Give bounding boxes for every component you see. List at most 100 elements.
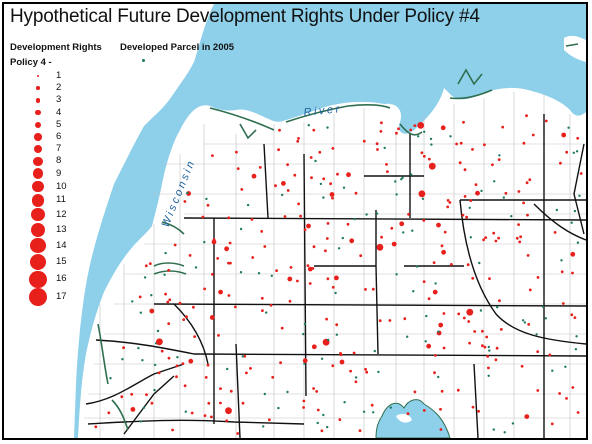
development-right-dot [570,251,576,257]
development-right-dot [277,148,280,152]
development-right-dot [206,203,210,207]
development-right-dot [245,371,248,375]
developed-parcel-dot [402,231,405,234]
development-right-dot [380,121,383,125]
development-right-dot [495,346,499,350]
development-right-dot [432,289,438,295]
development-right-dot [217,334,220,337]
legend-value-label: 6 [56,131,62,142]
roads [85,114,586,438]
development-right-dot [211,154,214,158]
development-right-dot [455,142,458,146]
developed-parcel-dot [375,212,379,215]
development-right-dot [477,409,480,413]
development-right-dot [413,124,417,127]
development-right-dot [388,319,392,322]
development-right-dot [150,401,154,405]
development-right-dot [339,359,345,365]
developed-parcel-dot [141,359,144,362]
development-right-dot [297,137,300,140]
development-right-dot [268,418,271,422]
development-right-dot [185,315,188,319]
development-right-dot [306,223,311,229]
development-right-dot [192,305,195,309]
developed-parcel-dot [487,374,490,377]
development-right-dot [525,114,528,118]
development-right-dot [391,241,397,247]
developed-parcel-dot [322,413,325,417]
development-right-dot [375,142,379,146]
developed-parcel-dot [417,135,420,138]
developed-parcel-dot [574,348,578,351]
development-right-dot [263,245,267,248]
development-right-dot [499,328,503,331]
development-right-dot [243,354,247,358]
legend-heading-rights: Development Rights [10,42,102,53]
developed-swatch-icon [142,59,145,62]
river-label: River [303,103,342,119]
development-right-dot [251,256,255,259]
map-title: Hypothetical Future Development Rights U… [10,6,480,27]
development-right-dot [160,349,164,353]
developed-parcel-dot [555,208,558,212]
legend-value-label: 9 [56,167,62,179]
development-right-dot [420,151,424,155]
development-right-dot [469,199,473,203]
developed-parcel-dot [437,330,440,333]
development-right-dot [346,172,351,178]
development-right-dot [322,177,326,181]
parcel-dots [94,114,583,435]
development-right-dot [157,371,161,375]
development-right-dot [308,282,312,285]
development-right-dot [334,275,339,281]
development-right-dot [227,216,231,220]
development-right-dot [211,272,214,276]
legend-circle-icon [29,253,47,271]
development-right-dot [527,323,531,326]
developed-parcel-dot [153,388,156,392]
development-right-dot [471,148,474,151]
development-right-dot [258,166,262,169]
development-right-dot [561,132,567,138]
developed-parcel-dot [493,180,496,183]
development-right-dot [120,395,124,399]
development-right-dot [107,411,111,415]
developed-parcel-dot [186,191,189,195]
developed-parcel-dot [575,150,579,153]
developed-parcel-dot [424,340,427,343]
development-right-dot [216,257,220,260]
development-right-dot [486,355,490,358]
development-right-dot [528,178,532,182]
developed-parcel-dot [401,176,404,179]
development-right-dot [318,150,322,154]
developed-parcel-dot [131,300,134,303]
development-right-dot [376,148,379,151]
development-right-dot [466,263,470,267]
development-right-dot [156,338,163,346]
legend-value-label: 12 [56,208,67,220]
legend-circle-icon [32,180,44,193]
developed-parcel-dot [156,329,160,333]
developed-parcel-dot [573,209,577,213]
developed-parcel-dot [421,197,425,200]
developed-parcel-dot [425,314,428,318]
developed-parcel-dot [544,317,547,320]
development-right-dot [188,358,194,364]
development-right-dot [325,317,328,321]
development-right-dot [458,161,462,165]
development-right-dot [417,122,425,129]
development-right-dot [528,288,532,292]
developed-parcel-dot [353,217,356,221]
development-right-dot [573,316,577,319]
legend-circle-icon [35,109,41,116]
legend-circle-icon [30,237,46,254]
development-right-dot [483,143,486,147]
development-right-dot [448,201,452,204]
developed-parcel-dot [429,137,433,141]
development-right-dot [167,322,171,325]
development-right-dot [571,386,575,389]
developed-parcel-dot [564,365,567,368]
development-right-dot [320,429,324,433]
development-right-dot [403,317,407,321]
lower-bay-island [396,413,412,423]
